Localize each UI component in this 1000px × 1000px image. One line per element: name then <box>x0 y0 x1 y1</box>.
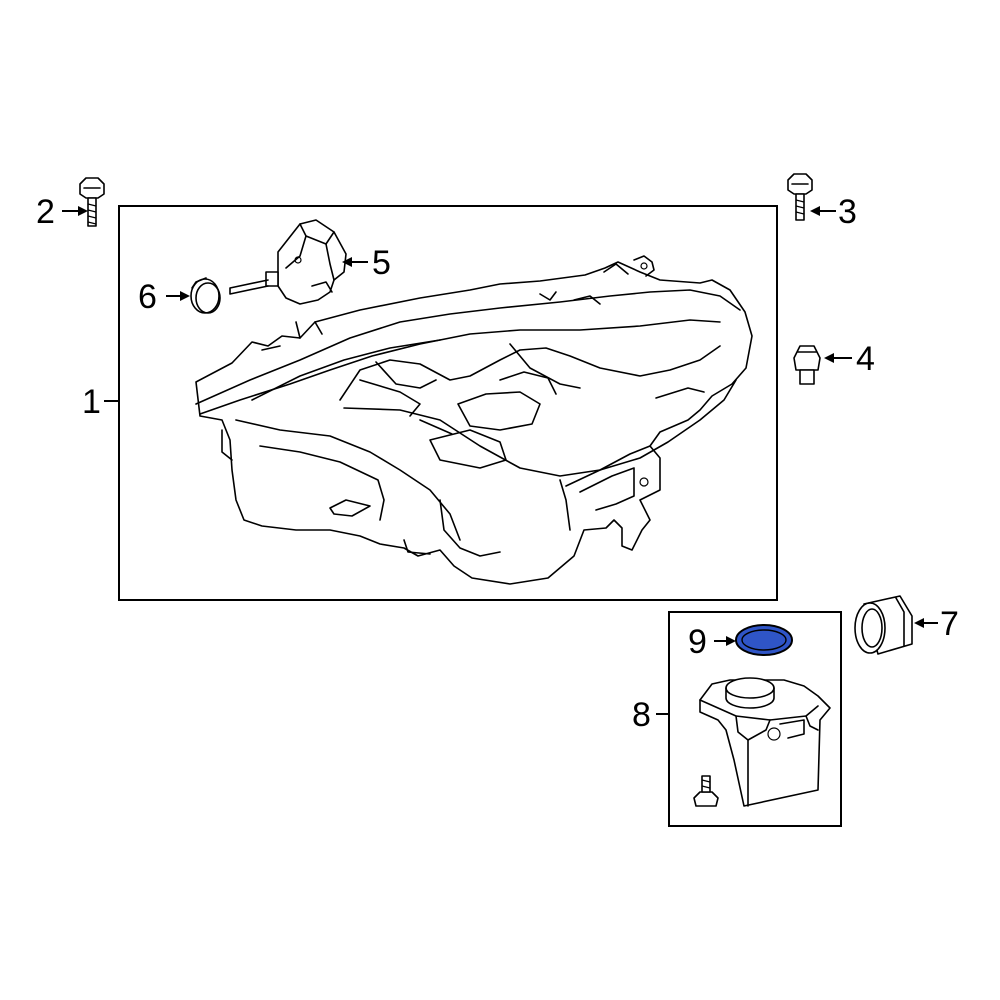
leveling-motor-drawing[interactable] <box>229 219 347 305</box>
screw-drawing[interactable] <box>693 775 719 807</box>
bolt-drawing-2[interactable] <box>79 177 105 227</box>
callout-6: 6 <box>138 278 157 316</box>
clip-drawing-4[interactable] <box>793 345 821 385</box>
callout-3: 3 <box>838 193 857 231</box>
callout-1: 1 <box>82 383 101 421</box>
headlamp-assembly-box <box>118 205 778 601</box>
callout-8: 8 <box>632 696 651 734</box>
callout-9: 9 <box>688 623 707 661</box>
bolt-drawing-3[interactable] <box>787 173 813 221</box>
callout-5: 5 <box>372 244 391 282</box>
callout-2: 2 <box>36 193 55 231</box>
callout-7: 7 <box>940 605 959 643</box>
arrow-3 <box>810 206 820 216</box>
arrow-6 <box>180 291 190 301</box>
arrow-2 <box>78 206 88 216</box>
arrow-5 <box>342 257 352 267</box>
headlamp-assembly-drawing[interactable] <box>195 255 753 585</box>
cap-drawing[interactable] <box>190 277 221 314</box>
callout-4: 4 <box>856 340 875 378</box>
control-module-box <box>668 611 842 827</box>
arrow-7 <box>914 618 924 628</box>
arrow-4 <box>824 353 834 363</box>
seal-ring-drawing-9[interactable] <box>735 624 793 656</box>
sleeve-drawing-7[interactable] <box>854 595 913 655</box>
arrow-9 <box>726 636 736 646</box>
control-module-drawing-8[interactable] <box>699 677 831 807</box>
